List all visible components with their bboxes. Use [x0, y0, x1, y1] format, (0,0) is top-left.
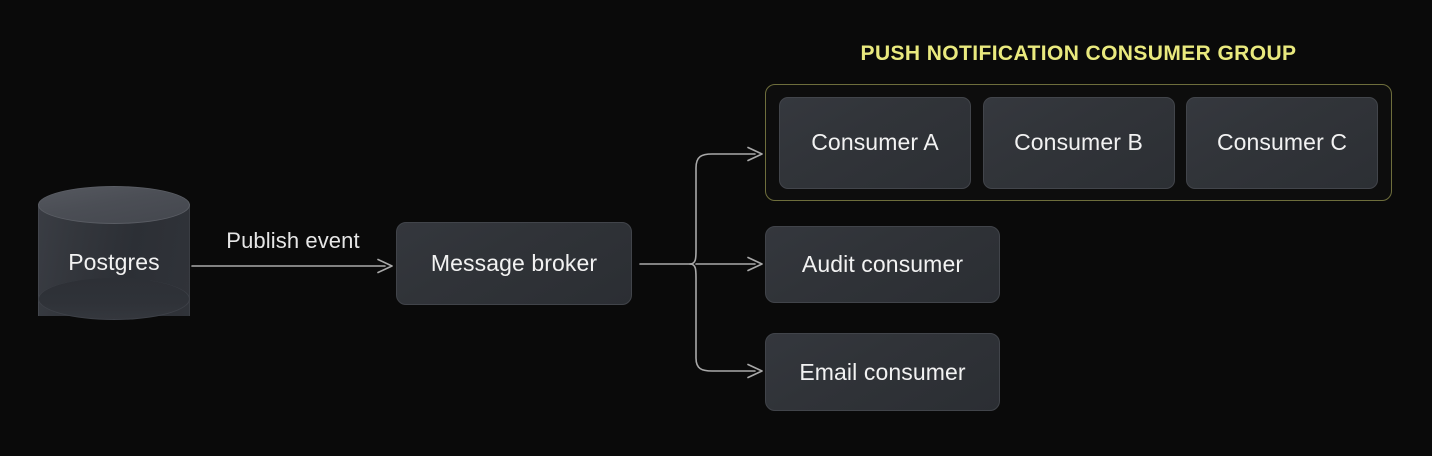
edge-to-consumer-group	[689, 146, 763, 265]
edge-to-email-consumer	[689, 263, 763, 379]
consumer-a-node[interactable]: Consumer A	[779, 96, 971, 189]
message-broker-node[interactable]: Message broker	[396, 222, 632, 305]
cylinder-top-ellipse	[38, 186, 190, 224]
email-consumer-label: Email consumer	[799, 358, 966, 385]
consumer-a-label: Consumer A	[811, 129, 939, 155]
email-consumer-node[interactable]: Email consumer	[765, 333, 1000, 411]
edge-publish-event	[191, 258, 393, 274]
cylinder-bottom-ellipse	[38, 278, 190, 320]
postgres-label: Postgres	[68, 248, 160, 275]
consumer-b-node[interactable]: Consumer B	[982, 96, 1175, 189]
consumer-group-title: PUSH NOTIFICATION CONSUMER GROUP	[860, 42, 1297, 65]
audit-consumer-label: Audit consumer	[801, 251, 964, 277]
message-broker-label: Message broker	[430, 250, 598, 276]
edge-to-audit-consumer	[695, 256, 763, 272]
push-notification-consumer-group[interactable]: Consumer A Consumer B Consumer C	[765, 84, 1392, 201]
consumer-b-label: Consumer B	[1014, 129, 1143, 155]
consumer-c-node[interactable]: Consumer C	[1186, 96, 1378, 189]
audit-consumer-node[interactable]: Audit consumer	[765, 226, 1000, 303]
consumer-group-members: Consumer A Consumer B Consumer C	[766, 85, 1391, 200]
publish-event-edge-label: Publish event	[226, 228, 360, 253]
postgres-database-node[interactable]: Postgres	[38, 186, 190, 334]
consumer-c-label: Consumer C	[1216, 129, 1348, 155]
